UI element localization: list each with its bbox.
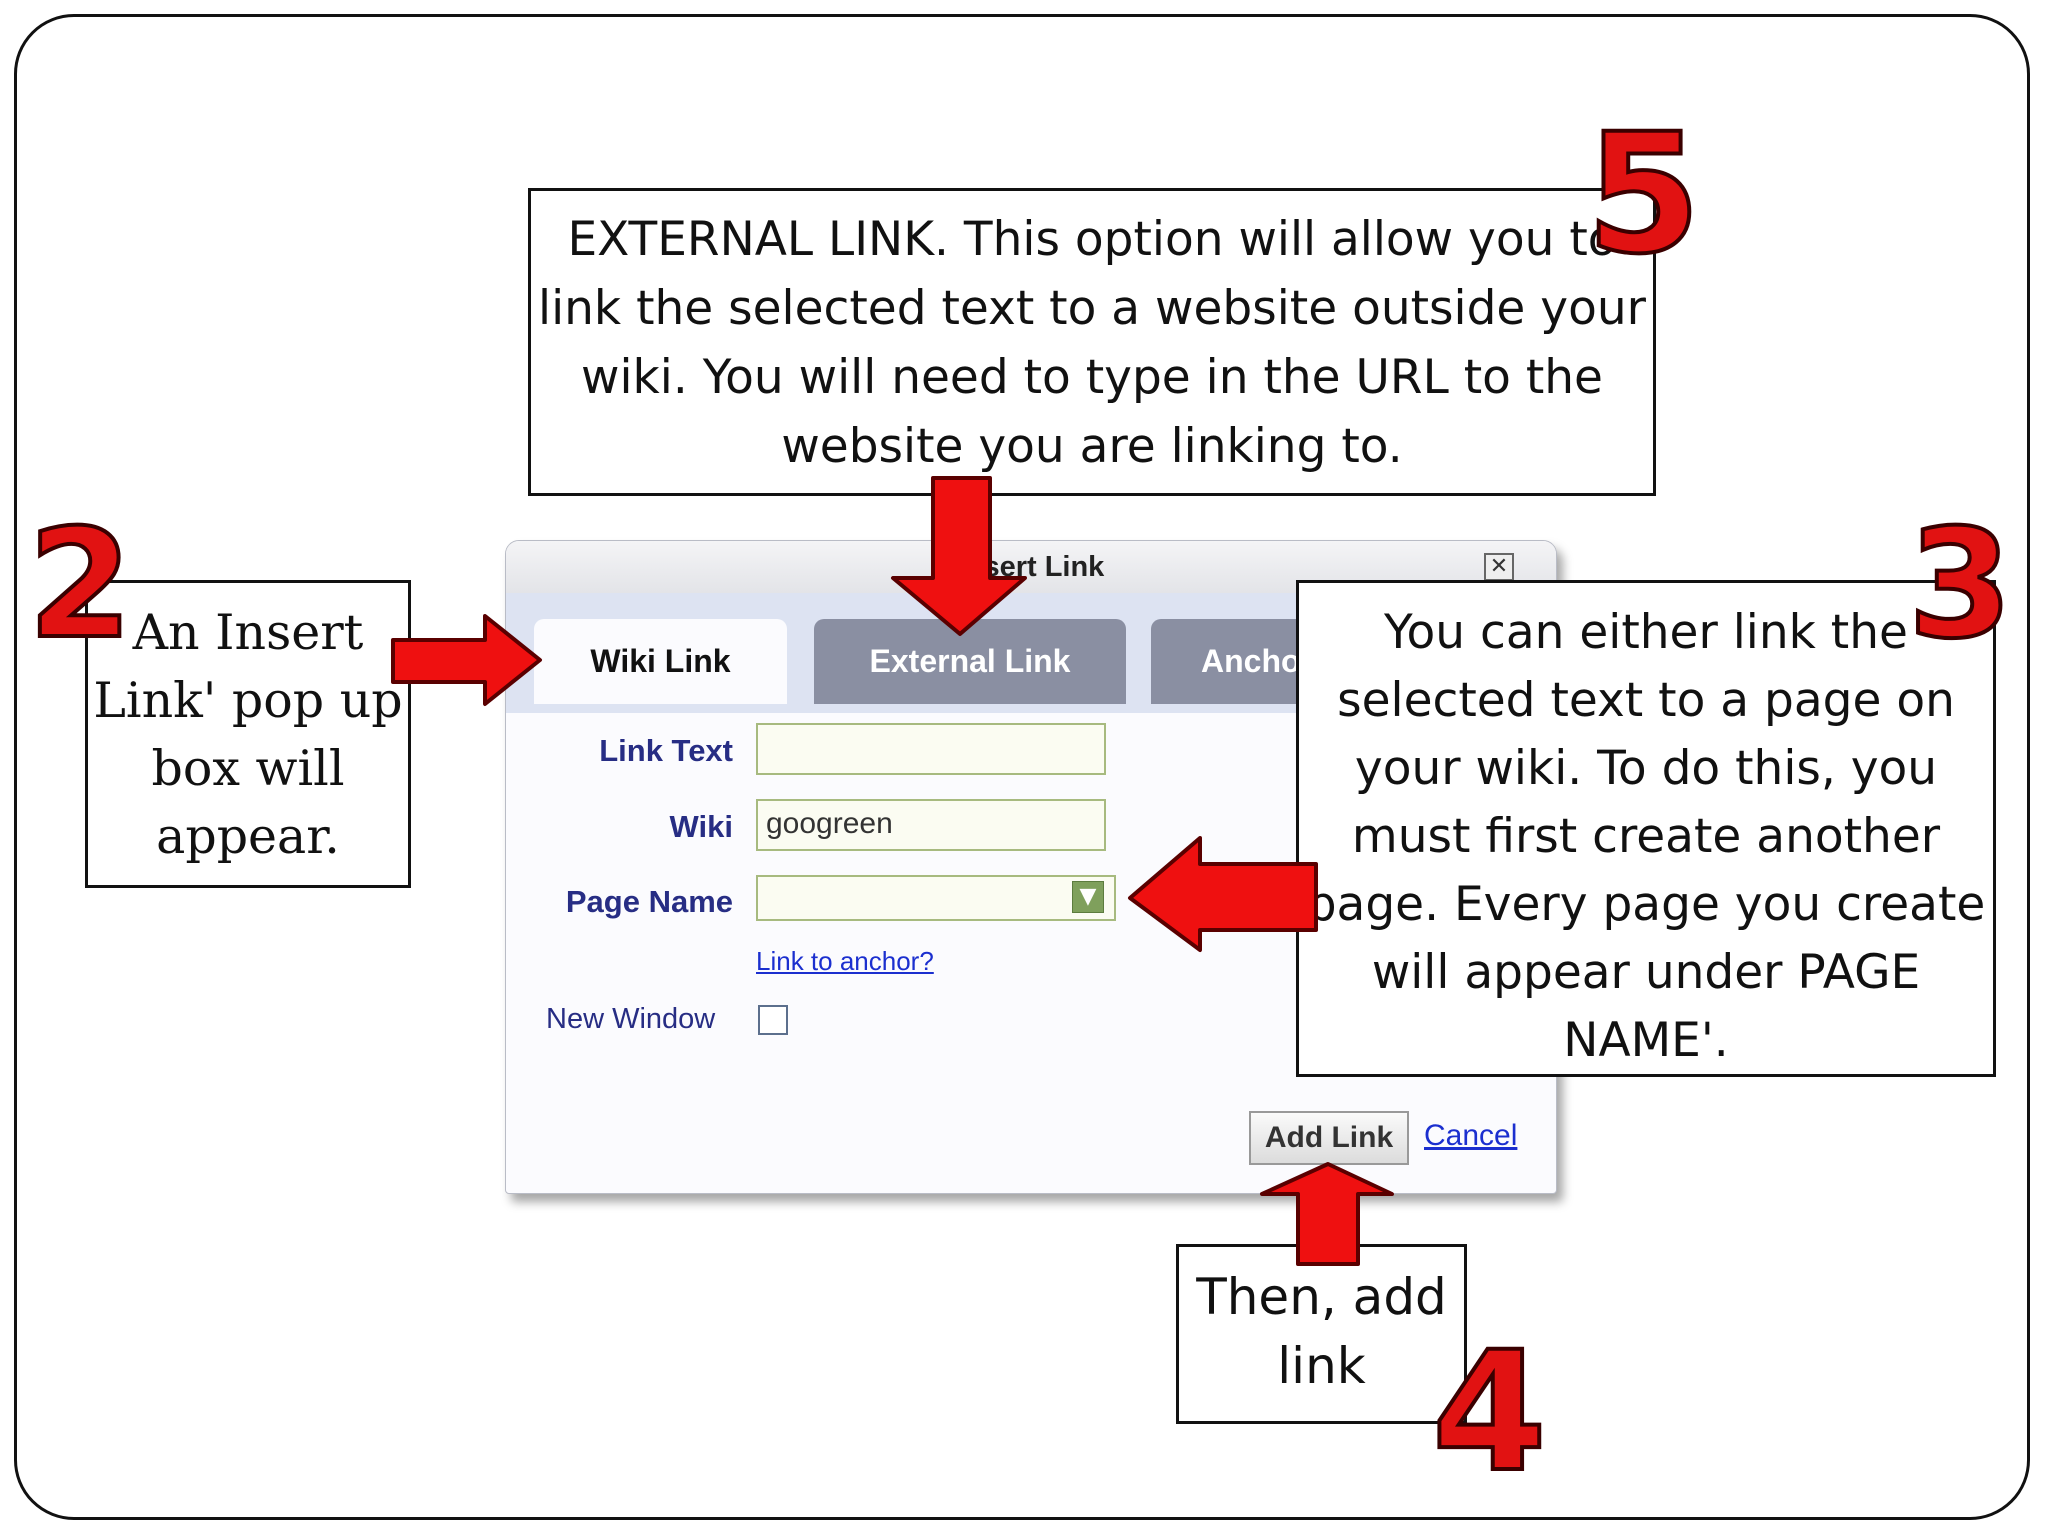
new-window-label: New Window bbox=[546, 1003, 716, 1035]
cancel-link[interactable]: Cancel bbox=[1424, 1119, 1518, 1152]
page-name-select[interactable] bbox=[756, 875, 1116, 921]
step-number-4: 4 bbox=[1430, 1316, 1549, 1508]
close-icon[interactable]: ✕ bbox=[1484, 553, 1514, 581]
link-text-label: Link Text bbox=[599, 733, 733, 768]
callout-add-link: Then, add link bbox=[1176, 1244, 1467, 1424]
add-link-button[interactable]: Add Link bbox=[1249, 1111, 1409, 1165]
tab-wiki-link[interactable]: Wiki Link bbox=[534, 619, 787, 704]
wiki-input[interactable]: googreen bbox=[756, 799, 1106, 851]
new-window-checkbox[interactable] bbox=[758, 1005, 788, 1035]
callout-page-name: You can either link the selected text to… bbox=[1296, 580, 1996, 1077]
tab-external-link[interactable]: External Link bbox=[814, 619, 1126, 704]
callout-external-text: EXTERNAL LINK. This option will allow yo… bbox=[538, 212, 1646, 474]
step-number-5: 5 bbox=[1584, 98, 1703, 290]
wiki-label: Wiki bbox=[669, 809, 733, 844]
callout-popup-text: An Insert Link' pop up box will appear. bbox=[93, 604, 403, 865]
step-number-2: 2 bbox=[26, 498, 134, 672]
callout-page-text: You can either link the selected text to… bbox=[1306, 605, 1986, 1068]
step-number-3: 3 bbox=[1906, 498, 2014, 672]
link-text-input[interactable] bbox=[756, 723, 1106, 775]
callout-external-link: EXTERNAL LINK. This option will allow yo… bbox=[528, 188, 1656, 496]
link-to-anchor-link[interactable]: Link to anchor? bbox=[756, 946, 934, 976]
callout-add-text: Then, add link bbox=[1196, 1268, 1447, 1395]
chevron-down-icon[interactable]: ▼ bbox=[1072, 881, 1104, 913]
callout-popup: An Insert Link' pop up box will appear. bbox=[85, 580, 411, 888]
page-name-label: Page Name bbox=[565, 884, 733, 919]
